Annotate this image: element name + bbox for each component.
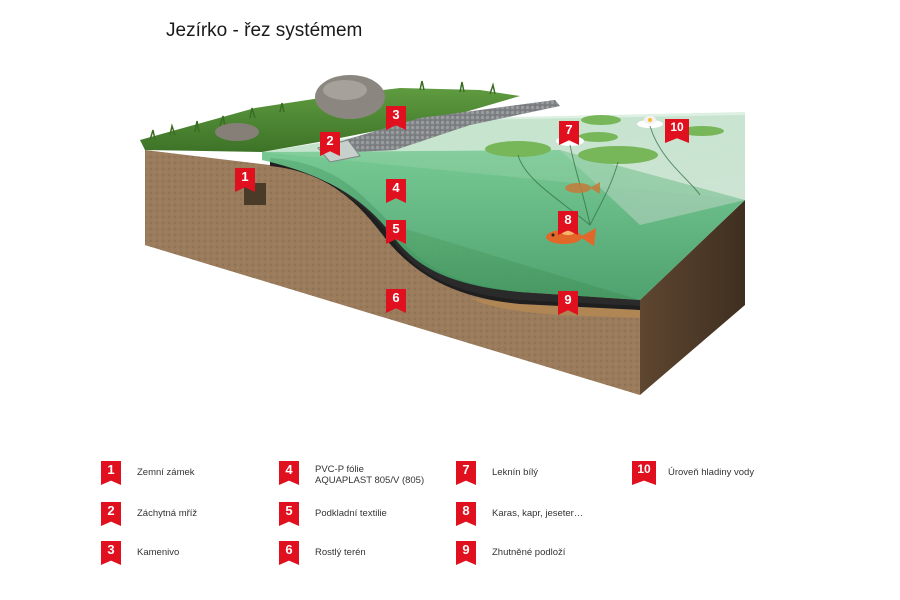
legend-marker-4: 4 [279, 461, 299, 485]
legend-label-2: Záchytná mříž [137, 508, 198, 519]
legend-item-9: 9 Zhutněné podloží [456, 541, 565, 565]
marker-8: 8 [558, 211, 578, 235]
lily-pad [680, 126, 724, 136]
large-stone-highlight [323, 80, 367, 100]
legend-marker-8: 8 [456, 502, 476, 526]
lily-pad [578, 146, 658, 164]
marker-1: 1 [235, 168, 255, 192]
legend-label-10: Úroveň hladiny vody [668, 467, 755, 478]
marker-5: 5 [386, 220, 406, 244]
legend-marker-6: 6 [279, 541, 299, 565]
legend-marker-9: 9 [456, 541, 476, 565]
legend-label-8: Karas, kapr, jeseter… [492, 508, 584, 519]
gravel-texture [345, 100, 560, 152]
legend-marker-3: 3 [101, 541, 121, 565]
page-title: Jezírko - řez systémem [166, 20, 363, 41]
legend-item-3: 3 Kamenivo [101, 541, 179, 565]
legend-marker-10: 10 [632, 461, 656, 485]
pond-cross-section-illustration [140, 75, 745, 395]
legend-label-3: Kamenivo [137, 547, 180, 558]
grown-terrain-texture [145, 150, 640, 395]
lily-pad [485, 141, 551, 157]
legend-label-5: Podkladní textilie [315, 508, 387, 519]
small-fish [565, 182, 600, 194]
legend-item-5: 5 Podkladní textilie [279, 502, 387, 526]
legend-item-2: 2 Záchytná mříž [101, 502, 197, 526]
legend-marker-2: 2 [101, 502, 121, 526]
grass-blades [149, 80, 496, 141]
marker-7: 7 [559, 121, 579, 145]
small-stone [215, 123, 259, 141]
legend-label-1: Zemní zámek [137, 467, 195, 478]
marker-2: 2 [320, 132, 340, 156]
block-side-face [640, 200, 745, 395]
legend-item-10: 10 Úroveň hladiny vody [632, 461, 754, 485]
legend-label-9: Zhutněné podloží [492, 547, 566, 558]
legend-marker-5: 5 [279, 502, 299, 526]
lily-pad [581, 115, 621, 125]
legend-marker-7: 7 [456, 461, 476, 485]
legend-item-8: 8 Karas, kapr, jeseter… [456, 502, 583, 526]
lily-pad [578, 132, 618, 142]
legend-item-6: 6 Rostlý terén [279, 541, 366, 565]
lily-stems [517, 125, 701, 226]
legend-item-1: 1 Zemní zámek [101, 461, 195, 485]
marker-6: 6 [386, 289, 406, 313]
legend-label-6: Rostlý terén [315, 547, 366, 558]
koi-fish [546, 228, 596, 246]
legend-label-7: Leknín bílý [492, 467, 538, 478]
marker-4: 4 [386, 179, 406, 203]
underlay-textile-thick [340, 185, 640, 306]
water-lily-flower [637, 116, 663, 128]
marker-3: 3 [386, 106, 406, 130]
legend-marker-1: 1 [101, 461, 121, 485]
marker-9: 9 [558, 291, 578, 315]
legend-item-7: 7 Leknín bílý [456, 461, 538, 485]
